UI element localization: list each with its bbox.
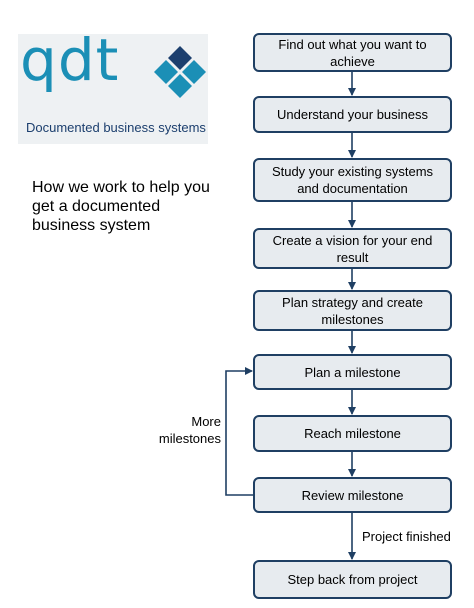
logo-wordmark: qdt: [20, 26, 120, 94]
logo-tagline: Documented business systems: [26, 120, 206, 135]
step-reach-milestone: Reach milestone: [253, 415, 452, 452]
step-find-out: Find out what you want to achieve: [253, 33, 452, 72]
company-logo: qdt Documented business systems: [18, 26, 208, 144]
step-review-milestone: Review milestone: [253, 477, 452, 513]
loop-arrow: [225, 367, 253, 496]
loop-label: More milestones: [158, 414, 221, 446]
intro-text: How we work to help you get a documented…: [32, 179, 210, 234]
step-plan-strategy: Plan strategy and create milestones: [253, 290, 452, 331]
step-plan-milestone: Plan a milestone: [253, 354, 452, 390]
finished-label: Project finished: [362, 529, 451, 544]
step-vision: Create a vision for your end result: [253, 228, 452, 269]
step-study: Study your existing systems and document…: [253, 158, 452, 202]
step-step-back: Step back from project: [253, 560, 452, 599]
step-understand: Understand your business: [253, 96, 452, 133]
diamond-logo-icon: [154, 46, 206, 98]
